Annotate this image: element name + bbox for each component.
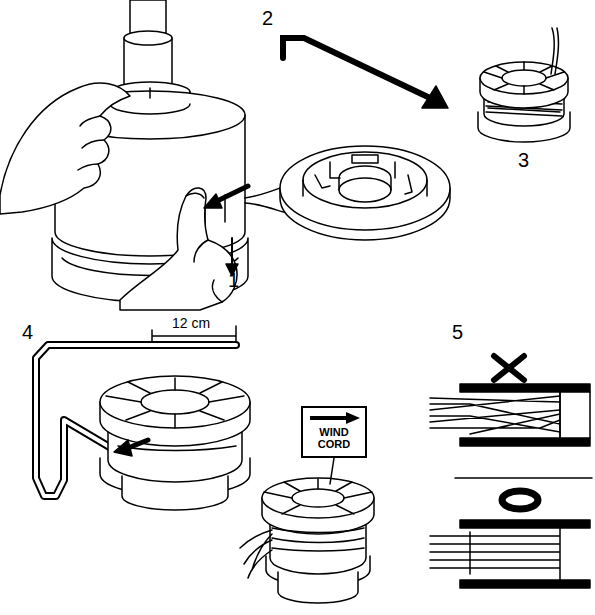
spool-section-right xyxy=(430,520,590,588)
divider xyxy=(455,477,592,479)
callout-number: 1 xyxy=(228,270,239,290)
callout-number: 3 xyxy=(518,150,529,170)
spool-section-wrong xyxy=(430,384,590,446)
label-box: WIND CORD xyxy=(301,406,367,458)
box-text: WIND CORD xyxy=(314,426,354,450)
wrong-mark xyxy=(494,356,524,380)
arrow-symbol xyxy=(306,411,362,425)
arrow xyxy=(204,186,248,276)
arrow xyxy=(114,440,148,456)
dimension-label: 12 cm xyxy=(172,316,210,330)
callout-number: 2 xyxy=(262,8,273,28)
spool xyxy=(240,458,374,603)
spool-cap xyxy=(280,146,450,240)
arrow xyxy=(283,38,448,108)
spool xyxy=(478,28,570,142)
hand xyxy=(120,188,237,310)
hand xyxy=(0,83,130,214)
right-mark xyxy=(502,491,538,509)
callout-number: 4 xyxy=(22,322,33,342)
callout-number: 5 xyxy=(452,322,463,342)
spool xyxy=(100,376,250,510)
